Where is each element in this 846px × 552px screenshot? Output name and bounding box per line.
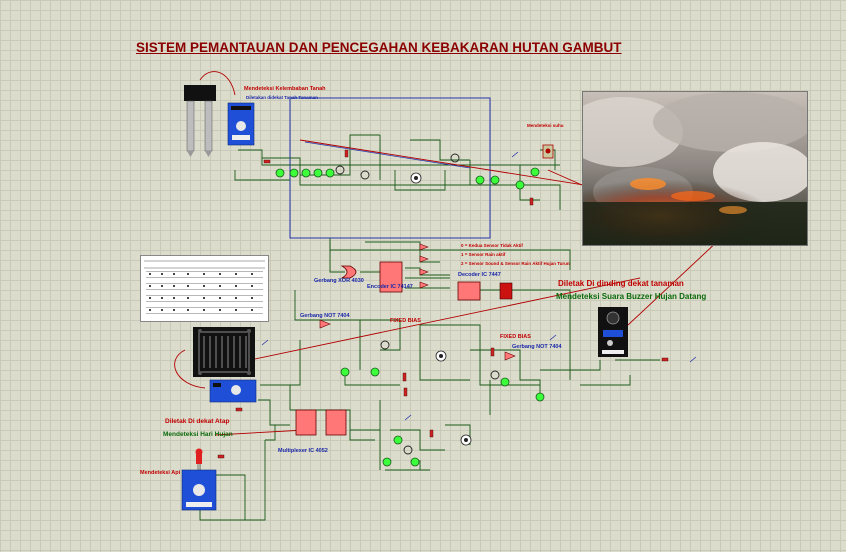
encoder-label: Encoder IC 74147 <box>367 284 413 290</box>
xor-gate <box>340 265 357 279</box>
decoder-label: Decoder IC 7447 <box>458 272 501 278</box>
top-circuit-wires <box>234 134 571 270</box>
seven-segment-icon <box>499 282 513 300</box>
rain-sensor-module <box>209 379 257 403</box>
diagram-title: SISTEM PEMANTAUAN DAN PENCEGAHAN KEBAKAR… <box>136 40 622 55</box>
xor-gate-label: Gerbang XOR 4030 <box>314 278 364 284</box>
soil-sensor-label: Mendeteksi Kelembaban Tanah <box>244 86 326 92</box>
rain-sensor-plate-icon <box>193 327 255 377</box>
mux-ic-a <box>295 409 317 436</box>
soil-sensor-location-label: Diletakan didekat Tanah Tanaman <box>246 95 318 100</box>
decoder-ic <box>457 281 481 301</box>
flame-sensor-icon <box>181 448 217 511</box>
probe-markers <box>261 151 697 421</box>
legend-line-0: 0 = Kedua Sensor Tidak Aktif <box>461 243 523 248</box>
encoder-ic <box>379 261 403 293</box>
not-gate-label-1: Gerbang NOT 7404 <box>300 313 350 319</box>
soil-sensor-module <box>227 102 255 146</box>
soil-probe-icon <box>184 85 216 157</box>
temperature-sensor-icon <box>542 144 554 159</box>
legend-line-2: 2 = Sensor Sound & Sensor Rain Aktif Huj… <box>461 261 570 266</box>
blue-signal-line <box>304 141 471 169</box>
fixed-bias-label-2: FIXED BIAS <box>500 334 531 340</box>
not-gates <box>319 319 516 361</box>
encoder-buffers <box>419 243 429 289</box>
not-gate-label-2: Gerbang NOT 7404 <box>512 344 562 350</box>
sound-sensor-location-label: Diletak Di dinding dekat tanaman <box>558 279 684 288</box>
sound-sensor-icon <box>598 307 628 357</box>
transistors <box>335 153 500 455</box>
top-circuit-frame <box>289 97 491 239</box>
motor-icon <box>410 172 472 446</box>
resistors <box>217 149 669 459</box>
temperature-sensor-label: Mendeteksi suhu <box>527 123 564 128</box>
mux-ic-b <box>325 409 347 436</box>
led-icon <box>275 167 545 467</box>
flame-sensor-label: Mendeteksi Api <box>140 470 181 476</box>
middle-logic-wires <box>260 240 660 430</box>
multiplexer-label: Multiplexer IC 4052 <box>278 448 328 454</box>
sound-sensor-label: Mendeteksi Suara Buzzer Hujan Datang <box>556 292 707 301</box>
rain-sensor-label: Mendeteksi Hari Hujan <box>163 431 233 438</box>
rain-sensor-location-label: Diletak Di dekat Atap <box>165 418 230 425</box>
truth-table-image <box>140 255 269 322</box>
legend-line-1: 1 = Sensor Rain aktif <box>461 252 506 257</box>
fixed-bias-label-1: FIXED BIAS <box>390 318 421 324</box>
forest-fire-photo <box>582 91 808 246</box>
